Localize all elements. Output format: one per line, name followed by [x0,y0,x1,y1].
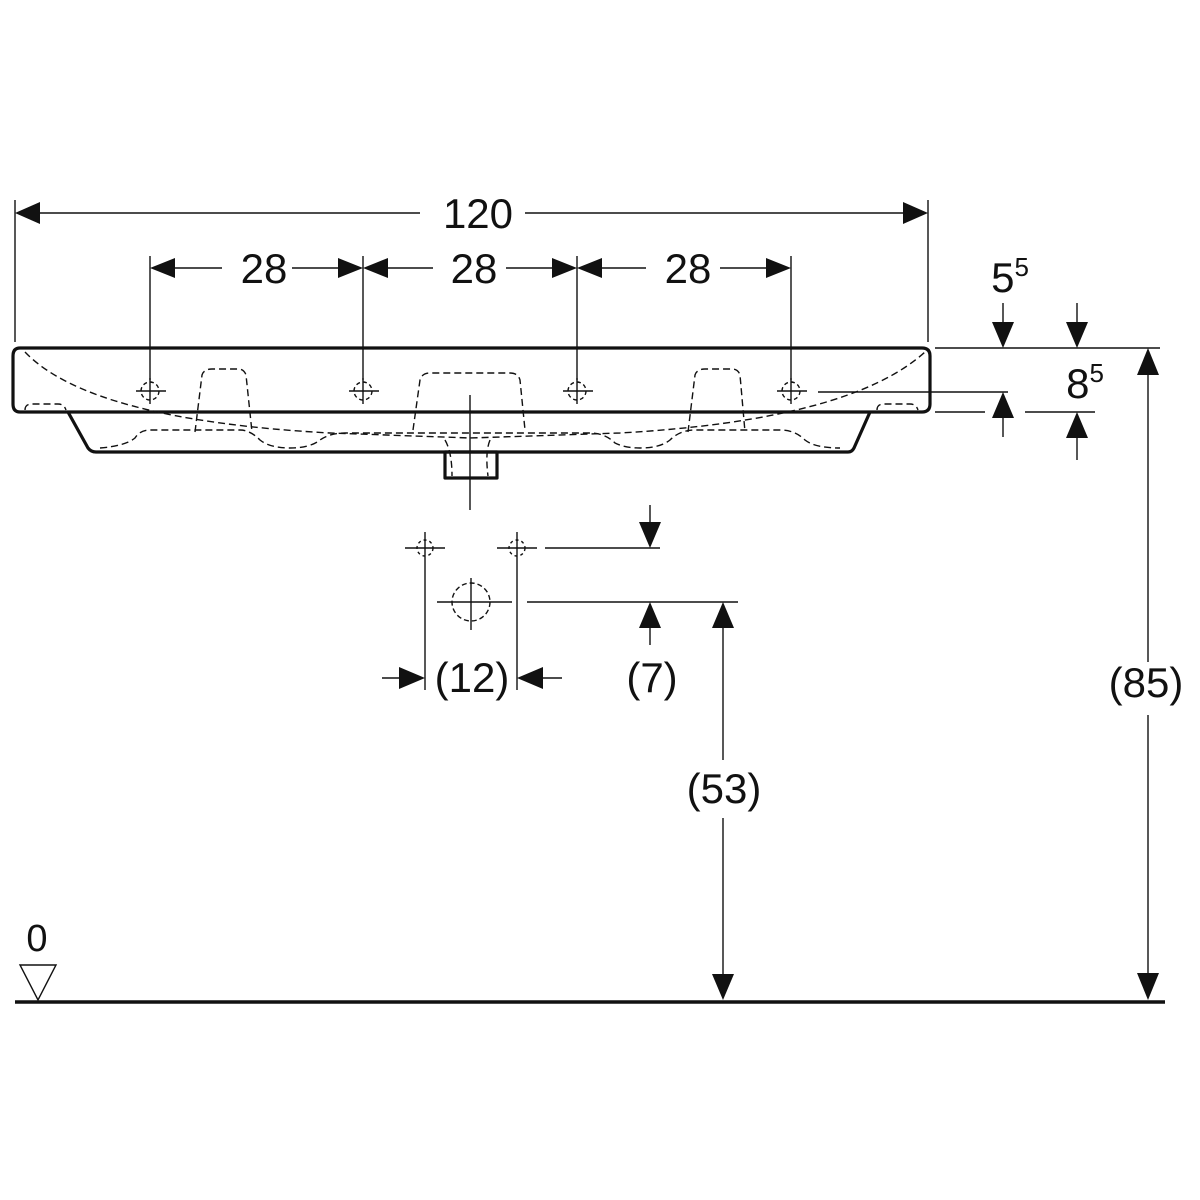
superscript: 5 [1089,358,1103,388]
hole-spacing-label-1: 28 [241,245,288,292]
superscript: 5 [1014,252,1028,282]
rim-to-tap-hole-label: 55 [991,252,1029,301]
hole-spacing-dimensions: 28 28 28 [149,245,792,380]
level-triangle-icon [18,964,58,1002]
value: 8 [1066,360,1089,407]
value: 5 [991,254,1014,301]
tap-hole-icon [349,378,379,404]
floor-level: 0 [15,918,1165,1004]
rim-height-label: (85) [1109,659,1184,706]
tap-hole-icon [563,378,593,404]
waste-spacing-label: (12) [435,654,510,701]
washbasin-outline [11,346,932,510]
rim-thickness-label: 85 [1066,358,1104,407]
overall-width-label: 120 [443,190,513,237]
tap-hole-icon [136,378,166,404]
waste-connection-detail: (12) (7) (53) [382,505,761,1000]
tap-holes [136,378,807,404]
tap-hole-icon [777,378,807,404]
floor-level-label: 0 [26,918,47,960]
hole-spacing-label-3: 28 [665,245,712,292]
rim-height-dimension: (85) [1109,348,1184,1000]
waste-offset-label: (7) [626,654,677,701]
overall-width-dimension: 120 [14,190,929,342]
rim-dimensions: 55 85 [818,252,1160,460]
waste-outlet [443,450,499,480]
waste-height-label: (53) [687,765,762,812]
hole-spacing-label-2: 28 [451,245,498,292]
